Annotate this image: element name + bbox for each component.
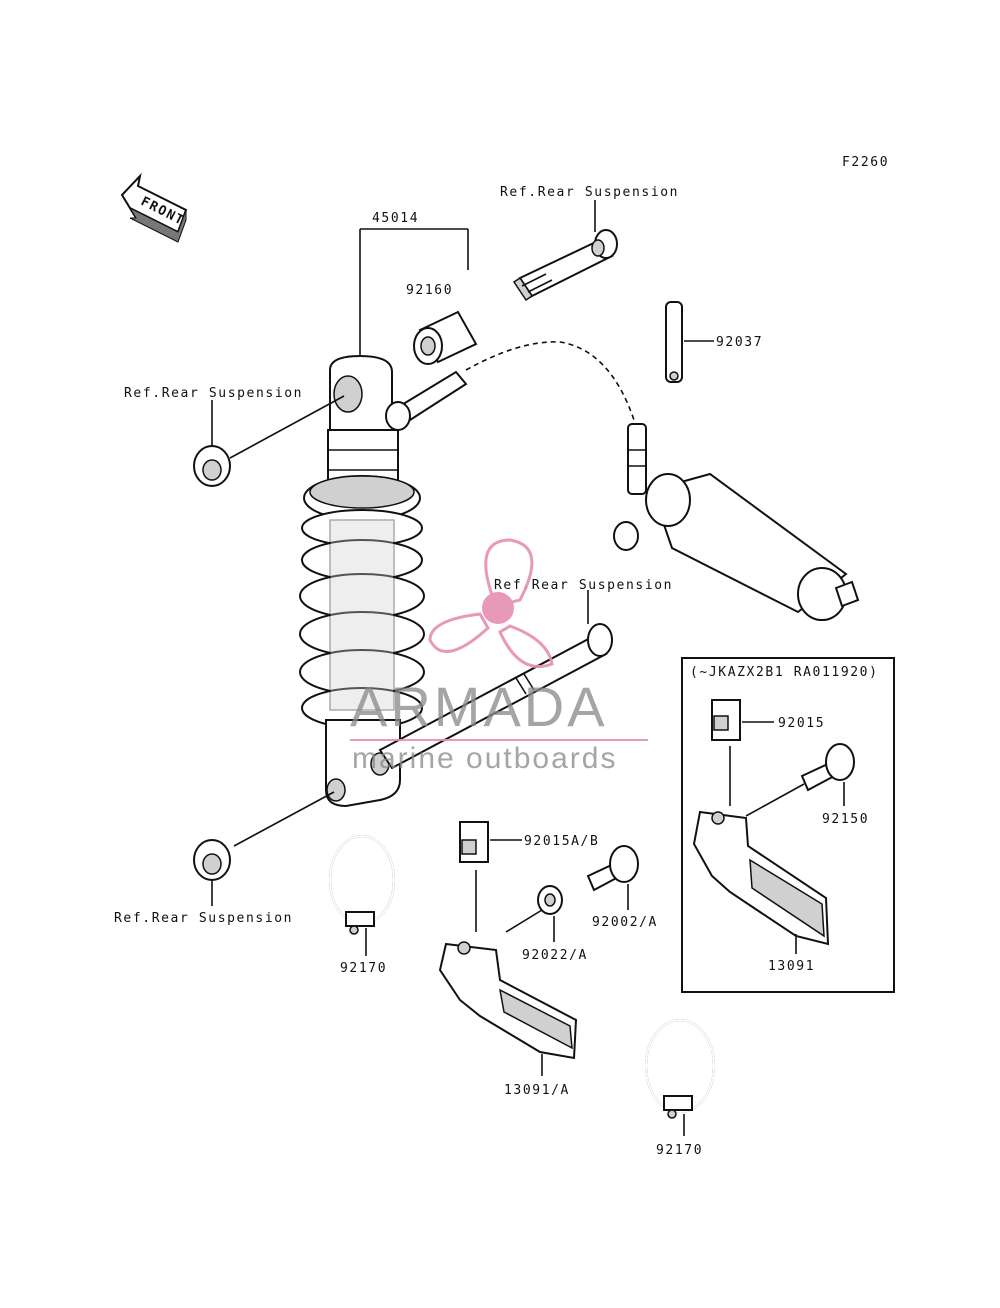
armada-watermark: ARMADA marine outboards [350,538,648,775]
ref-rear-suspension-mid: Ref.Rear Suspension [494,578,673,593]
reservoir-tank [613,423,860,621]
variant-box: (~JKAZX2B1 RA011920) 92015 92150 13091 [681,657,895,993]
nut-left-bottom [193,839,231,881]
watermark-tagline: marine outboards [352,742,617,775]
band-92170-bottom [645,1019,715,1119]
label-45014: 45014 [372,211,419,226]
label-92170-bottom: 92170 [656,1143,703,1158]
label-92015ab: 92015A/B [524,834,599,849]
label-92002a: 92002/A [592,915,658,930]
nut-left-top [193,445,231,487]
band-92170-left [329,835,395,935]
label-92150: 92150 [822,812,869,827]
ref-rear-suspension-left-bottom: Ref.Rear Suspension [114,911,293,926]
label-92037: 92037 [716,335,763,350]
bolt-top [512,229,618,302]
shock-absorber-45014 [299,354,468,808]
nut-92015ab [459,821,489,863]
ref-rear-suspension-top: Ref.Rear Suspension [500,185,679,200]
bolt-lower [378,623,613,770]
bolt-92002a [586,845,639,892]
watermark-brand: ARMADA [350,675,608,738]
label-13091: 13091 [768,959,815,974]
label-92022a: 92022/A [522,948,588,963]
reservoir-hose [465,341,635,421]
label-13091a: 13091/A [504,1083,570,1098]
label-92160: 92160 [406,283,453,298]
guard-13091a [438,941,578,1060]
label-92170-left: 92170 [340,961,387,976]
front-arrow-icon: FRONT [120,172,188,243]
variant-box-label: (~JKAZX2B1 RA011920) [690,665,879,680]
label-92015: 92015 [778,716,825,731]
propeller-logo-icon [428,538,554,669]
collar-92022a [537,885,563,915]
collar-92160 [413,310,478,365]
figure-code: F2260 [842,155,889,170]
ref-rear-suspension-left-top: Ref.Rear Suspension [124,386,303,401]
clip-92037 [665,301,683,383]
